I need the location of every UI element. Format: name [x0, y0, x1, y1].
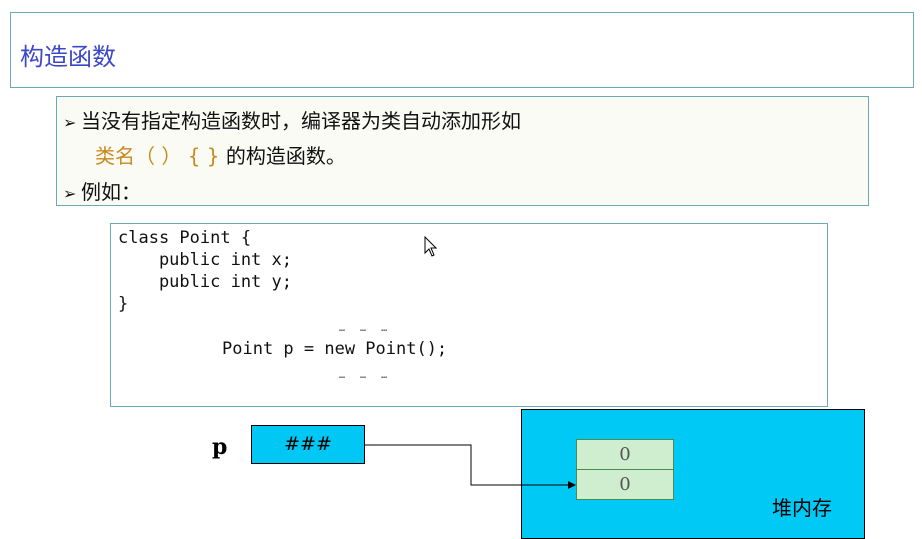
mouse-pointer-icon — [424, 236, 438, 257]
code-ellipsis-2: … … … — [339, 370, 389, 381]
class-name-highlight: 类名（ ） { } — [95, 144, 220, 168]
bullet-2: ➢例如： — [63, 176, 141, 205]
code-ellipsis-1: … … … — [339, 323, 389, 334]
bullet-frame: ➢当没有指定构造函数时，编译器为类自动添加形如 类名（ ） { } 的构造函数。… — [56, 96, 869, 206]
object-field-x: 0 — [576, 439, 674, 470]
slide-title: 构造函数 — [20, 43, 116, 71]
heap-memory-label: 堆内存 — [772, 496, 832, 520]
reference-box: ### — [251, 425, 365, 464]
code-line-4: } — [118, 294, 129, 314]
code-line-2: public int x; — [118, 250, 292, 270]
title-frame: 构造函数 — [10, 12, 914, 88]
bullet-1-continuation: 类名（ ） { } 的构造函数。 — [95, 140, 346, 169]
code-line-5: Point p = new Point(); — [222, 339, 448, 359]
bullet-2-text: 例如： — [81, 180, 141, 204]
bullet-arrow-icon: ➢ — [63, 184, 77, 203]
bullet-1-text: 当没有指定构造函数时，编译器为类自动添加形如 — [81, 109, 521, 133]
code-frame: class Point { public int x; public int y… — [110, 223, 828, 407]
code-line-3: public int y; — [118, 272, 292, 292]
bullet-arrow-icon: ➢ — [63, 113, 77, 132]
variable-label: p — [212, 434, 228, 460]
code-line-1: class Point { — [118, 228, 252, 248]
object-field-y: 0 — [576, 469, 674, 500]
bullet-1-continuation-text: 的构造函数。 — [225, 144, 346, 168]
bullet-1: ➢当没有指定构造函数时，编译器为类自动添加形如 — [63, 105, 521, 134]
